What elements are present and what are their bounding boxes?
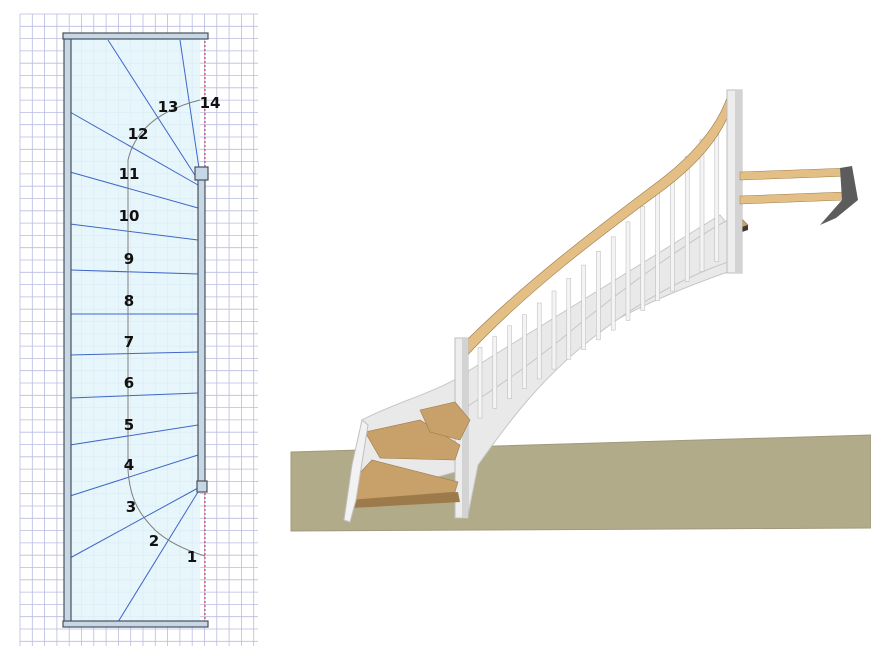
baluster xyxy=(625,221,631,321)
upper-newel-post-3d-side xyxy=(735,90,742,273)
step-number-label: 8 xyxy=(124,292,134,310)
bottom-tread-2 xyxy=(364,419,461,461)
baluster xyxy=(714,121,720,262)
step-number-label: 3 xyxy=(126,498,136,516)
tread-line xyxy=(69,424,199,446)
tread-line xyxy=(179,39,201,176)
walk-line xyxy=(127,99,206,557)
tread-line xyxy=(69,392,199,399)
baluster xyxy=(522,314,527,389)
step-number-label: 11 xyxy=(119,165,140,183)
baluster xyxy=(670,173,675,292)
baluster xyxy=(536,302,542,380)
tread-line xyxy=(69,351,199,356)
lower-outer-stringer-face xyxy=(343,419,369,523)
tread-line xyxy=(107,39,199,181)
upper-landing-rail xyxy=(739,167,851,181)
step-number-label: 7 xyxy=(124,333,134,351)
step-number-label: 13 xyxy=(158,98,179,116)
upper-newel-post xyxy=(194,166,209,181)
step-number-label: 12 xyxy=(128,125,149,143)
step-number-label: 4 xyxy=(124,456,134,474)
baluster xyxy=(492,336,498,409)
step-number-label: 1 xyxy=(187,548,197,566)
step-number-label: 5 xyxy=(124,416,134,434)
tread-line xyxy=(69,223,199,241)
baluster xyxy=(699,139,705,272)
baluster xyxy=(477,347,483,419)
baluster xyxy=(684,156,690,282)
upper-landing-side xyxy=(820,166,858,225)
baluster xyxy=(596,251,601,341)
stair-3d-render xyxy=(280,0,871,652)
baluster xyxy=(581,264,586,350)
baluster xyxy=(610,236,616,331)
step-number-label: 6 xyxy=(124,374,134,392)
stair-3d-drawing xyxy=(290,89,871,532)
step-number-label: 2 xyxy=(149,532,159,550)
tread-lines xyxy=(69,39,201,623)
tread-line xyxy=(69,487,199,559)
baluster xyxy=(640,205,646,311)
baluster xyxy=(507,325,512,399)
tread-line xyxy=(117,491,199,623)
upper-landing-tread xyxy=(739,191,846,205)
top-landing-beam xyxy=(62,32,209,40)
step-number-label: 10 xyxy=(119,207,140,225)
left-stringer xyxy=(63,36,72,625)
right-stringer xyxy=(197,174,206,488)
bottom-tread-3 xyxy=(419,401,471,441)
tread-line xyxy=(69,171,199,209)
tread-line xyxy=(69,111,199,186)
step-number-label: 9 xyxy=(124,250,134,268)
tread-line xyxy=(69,454,199,497)
balusters xyxy=(477,121,720,419)
bottom-tread-1 xyxy=(352,492,460,508)
tread-line xyxy=(69,269,199,275)
baluster xyxy=(551,290,557,370)
lower-newel-post xyxy=(196,480,208,493)
baluster xyxy=(566,278,572,360)
bottom-landing-beam xyxy=(62,620,209,628)
step-number-label: 14 xyxy=(200,94,221,112)
baluster xyxy=(655,189,660,302)
